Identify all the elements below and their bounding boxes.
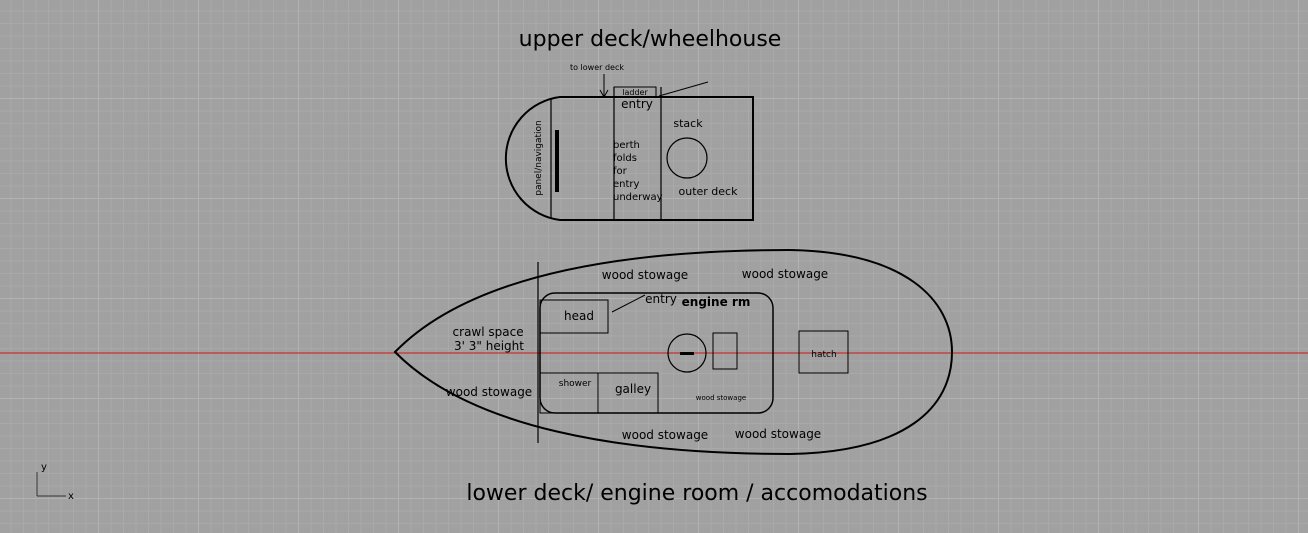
lower-deck-plan: [393, 248, 954, 456]
ladder-box[interactable]: [613, 86, 657, 98]
shower-label: shower: [559, 379, 592, 389]
head-label: head: [564, 309, 594, 323]
engine-room-label: engine rm: [682, 295, 751, 309]
wheelhouse-outline[interactable]: [504, 96, 754, 221]
wood-stowage-top-2-label: wood stowage: [742, 267, 828, 281]
ladder-leader-line: [658, 81, 709, 97]
berth-line: for: [613, 166, 628, 177]
head-room[interactable]: [539, 299, 609, 334]
lower-entry-label: entry: [645, 292, 677, 306]
upper-deck-plan: [504, 74, 754, 221]
berth-line: berth: [613, 140, 640, 151]
hatch-box[interactable]: [798, 330, 849, 374]
hatch-label: hatch: [811, 350, 836, 360]
berth-line: entry: [613, 179, 640, 190]
axis-widget: [36, 472, 66, 497]
upper-deck-title: upper deck/wheelhouse: [519, 27, 782, 52]
crawl-space-line: 3' 3" height: [454, 339, 524, 353]
crawl-space-label: crawl space 3' 3" height: [453, 325, 528, 353]
ladder-label: ladder: [622, 88, 648, 97]
hull-outline[interactable]: [393, 248, 954, 456]
outer-deck-label: outer deck: [679, 185, 739, 198]
engine-circle[interactable]: [667, 333, 707, 373]
wood-stowage-small-label: wood stowage: [696, 394, 746, 402]
berth-line: folds: [613, 153, 637, 164]
berth-label: berth folds for entry underway: [613, 140, 663, 203]
lower-deck-title: lower deck/ engine room / accomodations: [466, 481, 927, 506]
wood-stowage-bottom-1-label: wood stowage: [622, 428, 708, 442]
panel-navigation-label: panel/navigation: [534, 120, 544, 196]
to-lower-deck-label: to lower deck: [570, 63, 624, 72]
axis-widget-y-label: y: [41, 462, 47, 473]
galley-label: galley: [615, 382, 651, 396]
stack-circle[interactable]: [666, 137, 708, 179]
upper-entry-label: entry: [621, 97, 653, 111]
wood-stowage-top-1-label: wood stowage: [602, 268, 688, 282]
entry-leader-line: [611, 294, 646, 313]
cabin-outline[interactable]: [539, 292, 774, 414]
stack-label: stack: [673, 117, 703, 130]
wood-stowage-bottom-2-label: wood stowage: [735, 427, 821, 441]
wood-stowage-bow-label: wood stowage: [446, 385, 532, 399]
to-lower-deck-arrowhead: [599, 89, 609, 99]
engine-box[interactable]: [712, 332, 738, 370]
axis-widget-x-label: x: [68, 491, 74, 502]
berth-line: underway: [613, 192, 663, 203]
crawl-space-line: crawl space: [453, 325, 524, 339]
engine-mark: [680, 352, 694, 355]
galley-room[interactable]: [597, 372, 659, 414]
